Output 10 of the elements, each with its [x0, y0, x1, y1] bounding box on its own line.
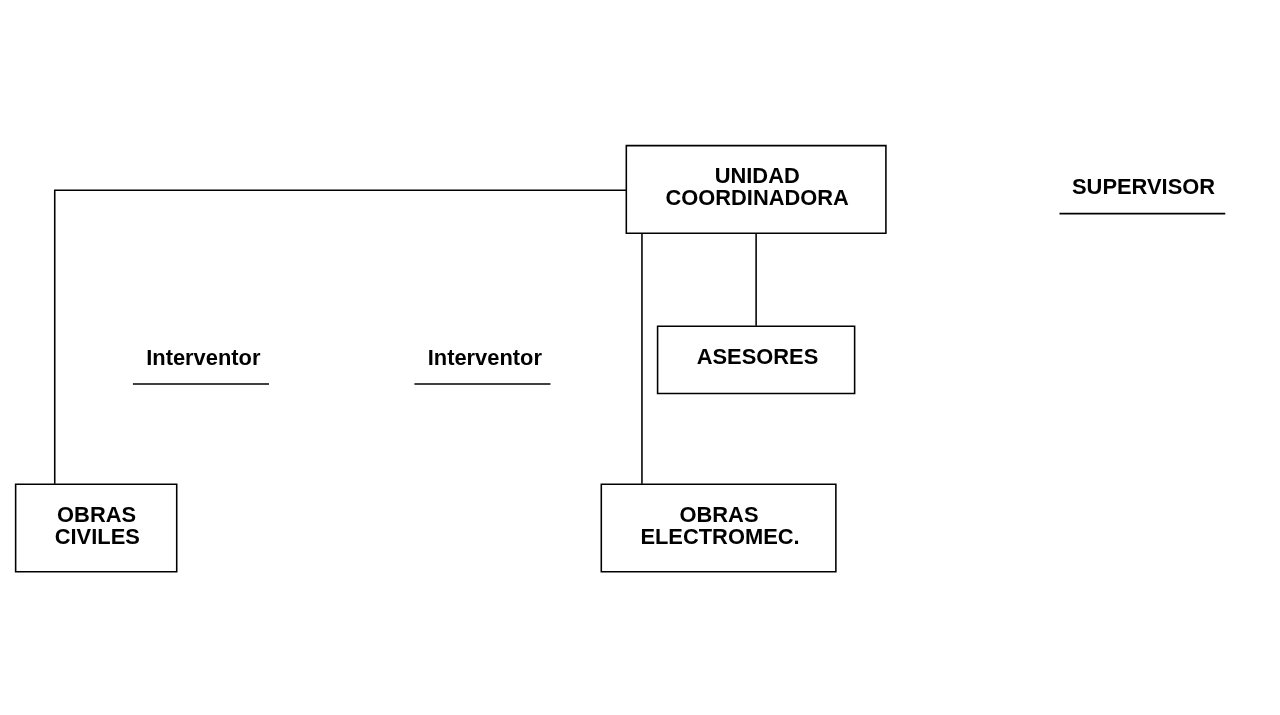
connector [53, 189, 627, 485]
label: SUPERVISOR [1072, 174, 1216, 200]
node-box: OBRAS CIVILES [14, 483, 178, 573]
connector [641, 232, 643, 485]
label: Interventor [146, 344, 261, 370]
label: Interventor [427, 344, 542, 370]
node-box: OBRAS ELECTROMEC. [600, 483, 837, 573]
connector [755, 232, 757, 327]
node-box: UNIDAD COORDINADORA [625, 144, 887, 234]
node-box: ASESORES [656, 325, 856, 395]
